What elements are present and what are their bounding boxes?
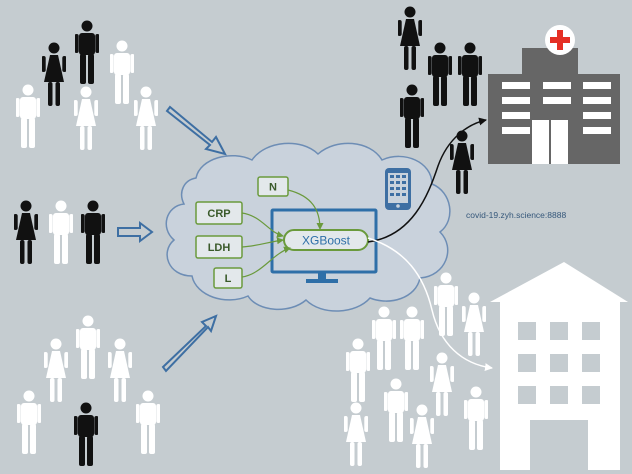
- service-url: covid-19.zyh.science:8888: [466, 210, 566, 220]
- arrow-middle-left: [117, 221, 154, 243]
- person-icon: [49, 200, 73, 264]
- input-arrows: [117, 105, 227, 373]
- feature-label-n: N: [269, 182, 277, 194]
- person-icon: [136, 390, 160, 454]
- person-icon: [384, 378, 408, 442]
- arrow-l-to-xgboost: [241, 246, 291, 278]
- person-icon: [344, 402, 368, 466]
- person-icon: [400, 84, 424, 148]
- person-icon: [398, 6, 422, 70]
- feature-label-ldh: LDH: [208, 242, 231, 254]
- arrow-top-left: [165, 105, 227, 156]
- arrow-bottom-left: [161, 314, 218, 373]
- phone-icon: [385, 168, 411, 210]
- person-icon: [400, 306, 424, 370]
- feature-arrows: [241, 189, 324, 278]
- person-icon: [74, 402, 98, 466]
- person-icon: [428, 42, 452, 106]
- feature-label-crp: CRP: [207, 208, 230, 220]
- person-icon: [346, 338, 370, 402]
- feature-box-l: [213, 267, 243, 289]
- person-icon: [410, 404, 434, 468]
- person-icon: [14, 200, 38, 264]
- xgboost-box: [283, 229, 369, 251]
- crowd-top-left: [16, 20, 158, 150]
- building-icon: [490, 262, 628, 470]
- hospital-icon: [488, 25, 620, 164]
- person-icon: [75, 20, 99, 84]
- person-icon: [42, 42, 66, 106]
- arrow-n-to-xgboost: [287, 189, 324, 230]
- arrow-ldh-to-xgboost: [241, 237, 284, 248]
- feature-box-n: [257, 176, 289, 197]
- feature-boxes: N CRP LDH L: [195, 176, 289, 289]
- person-icon: [81, 200, 105, 264]
- person-icon: [464, 386, 488, 450]
- person-icon: [17, 390, 41, 454]
- crowd-middle-left: [14, 200, 105, 264]
- person-icon: [430, 352, 454, 416]
- person-icon: [74, 86, 98, 150]
- arrow-crp-to-xgboost: [241, 212, 284, 238]
- person-icon: [16, 84, 40, 148]
- person-icon: [76, 315, 100, 379]
- xgboost-label: XGBoost: [302, 234, 351, 248]
- crowd-bottom-left: [17, 315, 160, 466]
- person-icon: [462, 292, 486, 356]
- person-icon: [458, 42, 482, 106]
- person-icon: [372, 306, 396, 370]
- feature-label-l: L: [225, 273, 232, 285]
- arrow-to-hospital: [367, 117, 487, 243]
- red-cross-icon: [545, 25, 575, 55]
- person-icon: [108, 338, 132, 402]
- person-icon: [44, 338, 68, 402]
- person-icon: [110, 40, 134, 104]
- arrow-to-quarantine: [367, 237, 493, 372]
- person-icon: [134, 86, 158, 150]
